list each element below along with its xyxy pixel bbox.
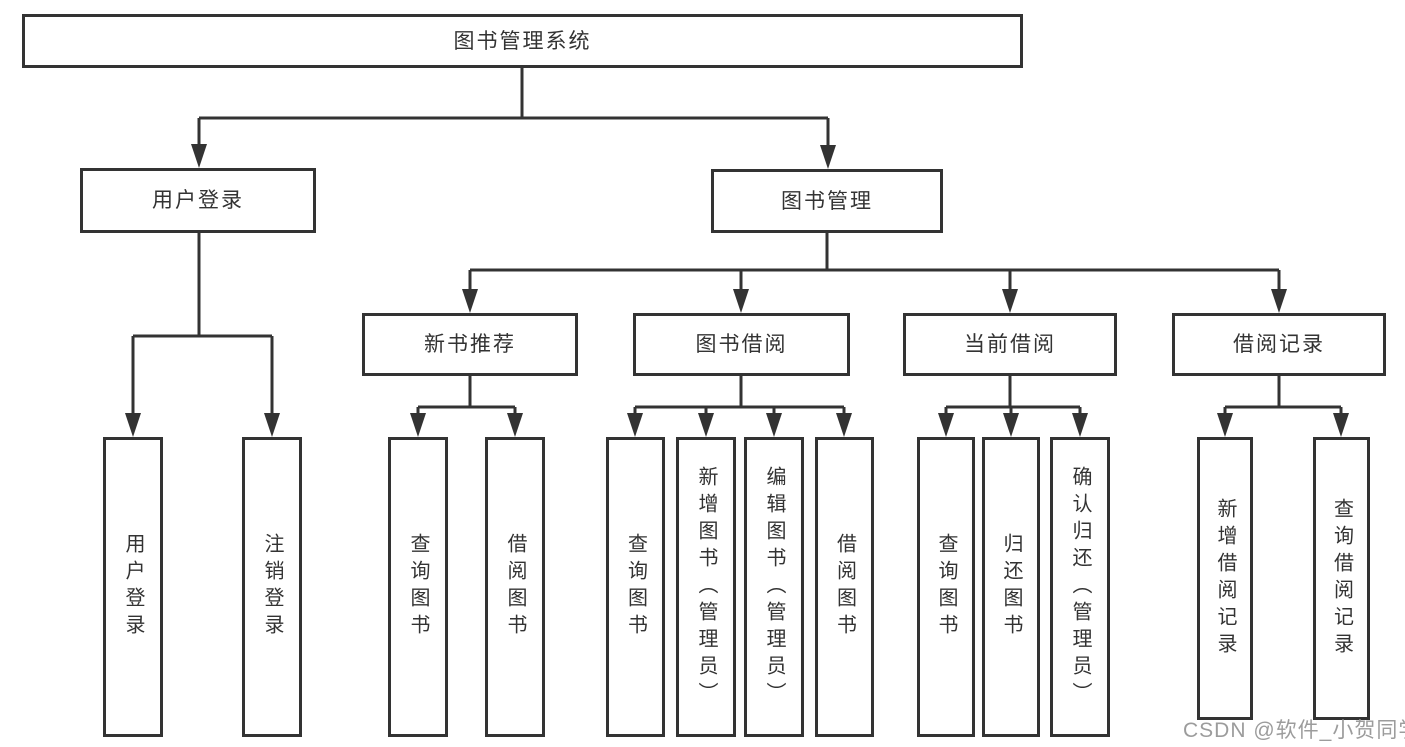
leaf-label: 查询图书 [935, 533, 957, 641]
node-label: 图书管理 [781, 189, 873, 213]
leaf-add-book-admin: 新增图书（管理员） [676, 437, 736, 737]
leaf-label: 查询借阅记录 [1330, 497, 1353, 660]
leaf-label: 注销登录 [261, 533, 283, 641]
leaf-confirm-return-admin: 确认归还（管理员） [1050, 437, 1110, 737]
node-label: 图书借阅 [695, 333, 788, 356]
leaf-label: 编辑图书（管理员） [763, 465, 785, 709]
leaf-label: 用户登录 [122, 533, 144, 641]
node-user-login: 用户登录 [80, 168, 316, 233]
leaf-label: 借阅图书 [833, 533, 856, 641]
leaf-edit-book-admin: 编辑图书（管理员） [744, 437, 804, 737]
node-root-library-system: 图书管理系统 [22, 14, 1023, 68]
node-label: 当前借阅 [964, 333, 1056, 356]
leaf-query-borrow-record: 查询借阅记录 [1313, 437, 1370, 720]
node-book-management: 图书管理 [711, 169, 943, 233]
leaf-label: 查询图书 [407, 533, 429, 641]
node-label: 借阅记录 [1233, 333, 1325, 356]
leaf-query-book-borrow: 查询图书 [606, 437, 665, 737]
leaf-label: 借阅图书 [504, 533, 526, 641]
node-root-label: 图书管理系统 [453, 29, 592, 53]
leaf-query-book-current: 查询图书 [917, 437, 975, 737]
leaf-return-book: 归还图书 [982, 437, 1040, 737]
arrowheads [125, 144, 1349, 437]
leaf-user-login: 用户登录 [103, 437, 163, 737]
node-label: 用户登录 [152, 189, 244, 212]
leaf-label: 归还图书 [1000, 533, 1022, 641]
node-new-book-recommend: 新书推荐 [362, 313, 578, 376]
node-label: 新书推荐 [424, 333, 516, 356]
leaf-label: 新增图书（管理员） [695, 465, 717, 709]
leaf-query-book-recommend: 查询图书 [388, 437, 448, 737]
node-book-borrowing: 图书借阅 [633, 313, 850, 376]
leaf-label: 查询图书 [624, 533, 647, 641]
node-current-borrowing: 当前借阅 [903, 313, 1117, 376]
node-borrowing-records: 借阅记录 [1172, 313, 1386, 376]
leaf-logout: 注销登录 [242, 437, 302, 737]
leaf-add-borrow-record: 新增借阅记录 [1197, 437, 1253, 720]
leaf-borrow-book-recommend: 借阅图书 [485, 437, 545, 737]
leaf-label: 新增借阅记录 [1214, 497, 1236, 660]
leaf-borrow-book: 借阅图书 [815, 437, 874, 737]
leaf-label: 确认归还（管理员） [1069, 465, 1091, 709]
csdn-watermark: CSDN @软件_小贺同学 [1183, 719, 1405, 742]
